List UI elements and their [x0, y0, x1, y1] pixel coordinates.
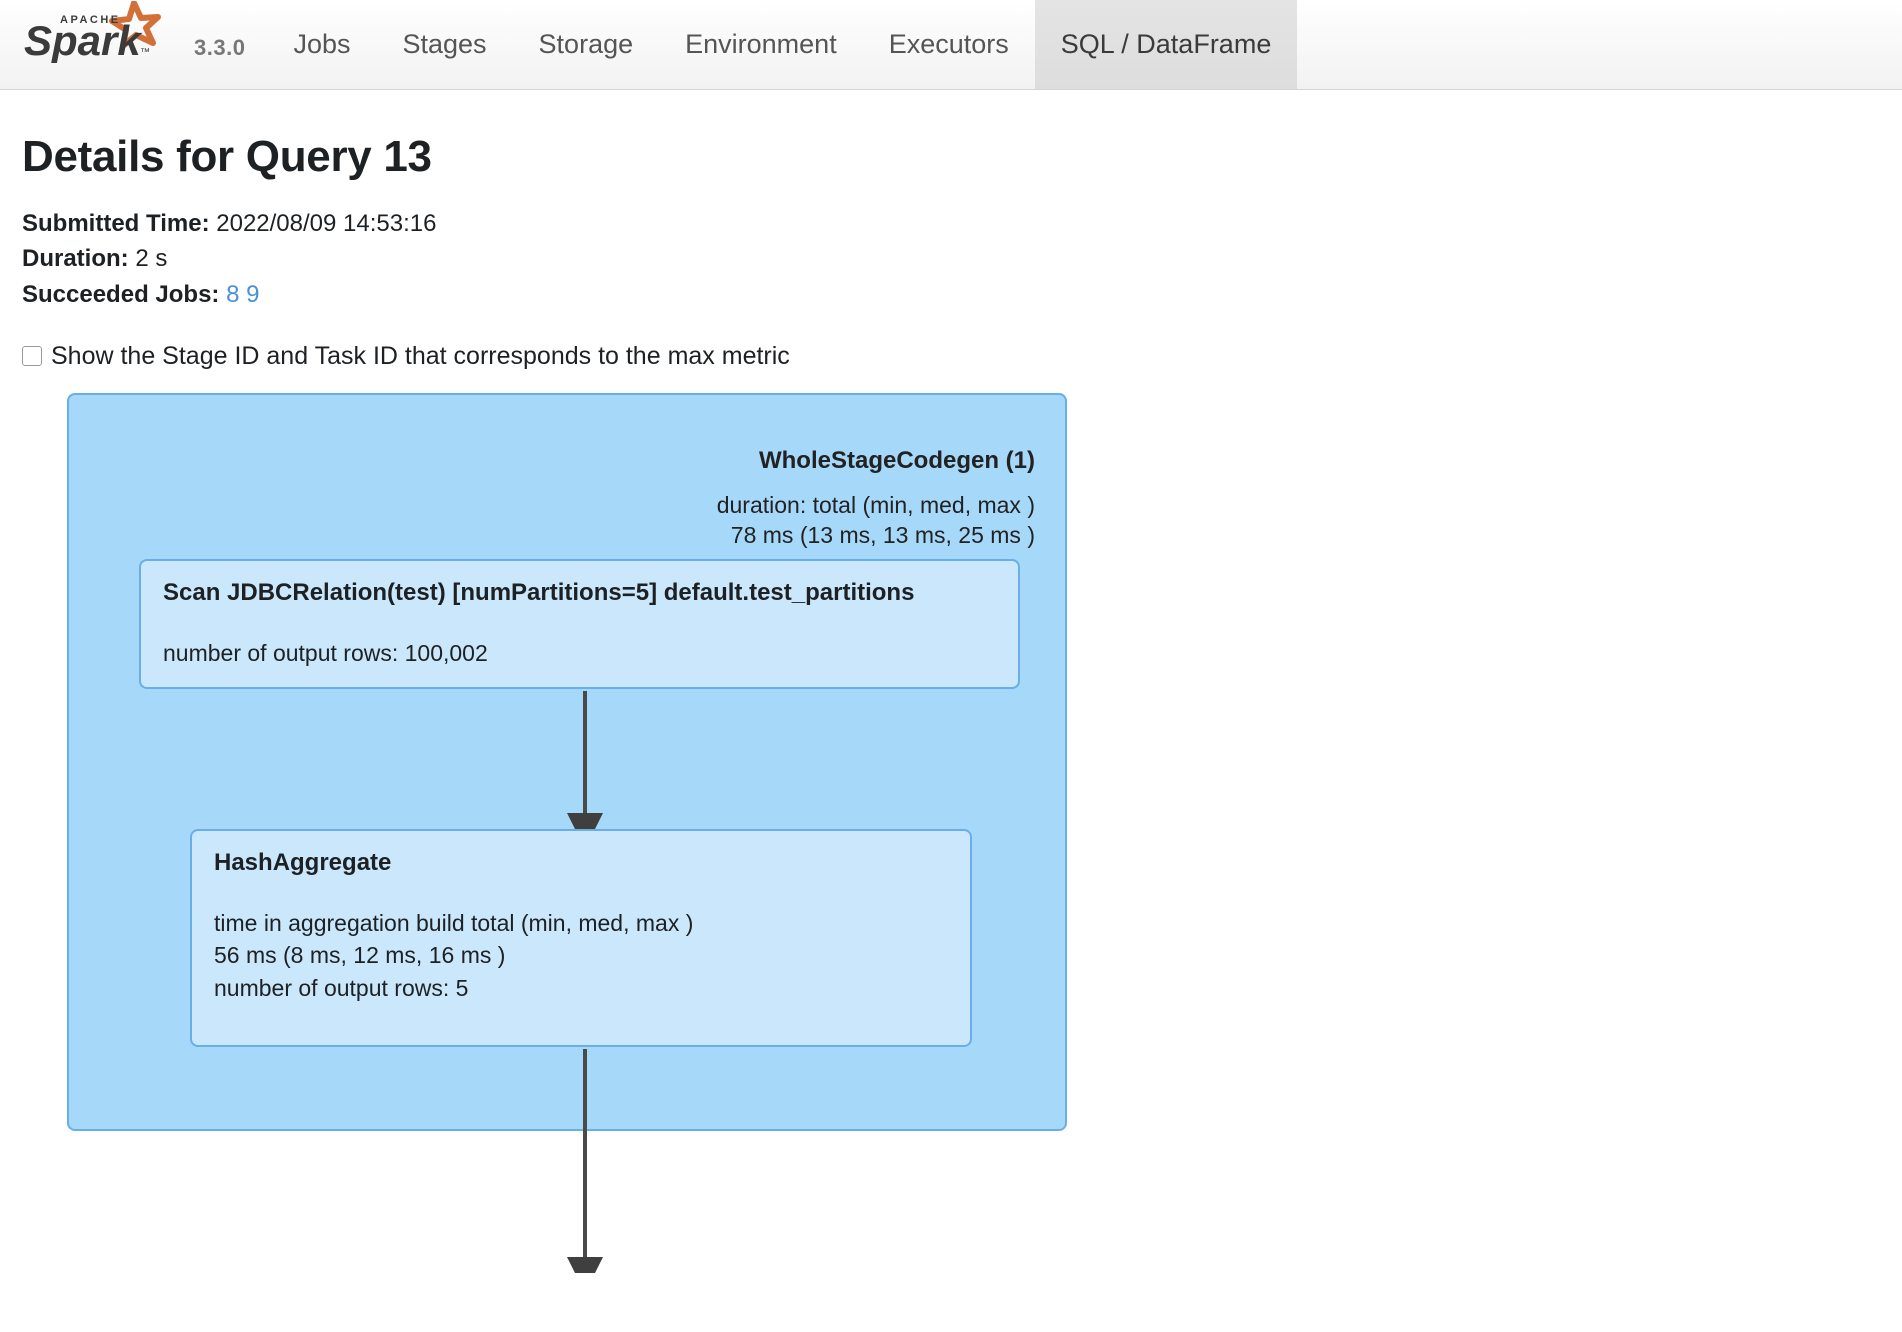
show-stage-task-id-label[interactable]: Show the Stage ID and Task ID that corre…	[51, 341, 790, 370]
tab-jobs[interactable]: Jobs	[293, 29, 351, 59]
dag-node-hashaggregate-title: HashAggregate	[214, 848, 392, 876]
page-title: Details for Query 13	[22, 132, 432, 181]
wholestagecodegen-title: WholeStageCodegen (1)	[758, 446, 1035, 474]
svg-text:Spark: Spark	[24, 17, 143, 63]
svg-text:™: ™	[140, 47, 150, 58]
tab-executors[interactable]: Executors	[888, 29, 1009, 59]
dag-node-hashaggregate[interactable]: HashAggregate time in aggregation build …	[190, 828, 972, 1047]
query-metadata: Submitted Time: 2022/08/09 14:53:16 Dura…	[22, 206, 1880, 312]
wholestagecodegen-metric-line-1: duration: total (min, med, max )	[716, 491, 1035, 518]
tab-sql-dataframe[interactable]: SQL / DataFrame	[1034, 0, 1298, 89]
job-link-8[interactable]: 8	[226, 280, 240, 308]
submitted-time-row: Submitted Time: 2022/08/09 14:53:16	[22, 206, 1880, 241]
succeeded-jobs-row: Succeeded Jobs: 8 9	[22, 277, 1880, 312]
wholestagecodegen-metric-line-2: 78 ms (13 ms, 13 ms, 25 ms )	[730, 521, 1035, 548]
dag-node-hashaggregate-metrics: time in aggregation build total (min, me…	[214, 907, 948, 1005]
tab-stages[interactable]: Stages	[402, 29, 487, 59]
dag-node-scan-metrics: number of output rows: 100,002	[163, 637, 996, 670]
spark-logo-icon[interactable]: APACHE Spark ™	[22, 1, 182, 63]
dag-node-hashaggregate-metric-1: 56 ms (8 ms, 12 ms, 16 ms )	[214, 942, 506, 969]
show-stage-task-id-row: Show the Stage ID and Task ID that corre…	[22, 342, 1880, 371]
dag-node-scan-jdbcrelation[interactable]: Scan JDBCRelation(test) [numPartitions=5…	[139, 558, 1020, 689]
succeeded-jobs-label: Succeeded Jobs:	[22, 280, 220, 308]
submitted-time-label: Submitted Time:	[22, 210, 210, 237]
show-stage-task-id-checkbox[interactable]	[22, 346, 42, 367]
query-plan-graph: WholeStageCodegen (1) duration: total (m…	[55, 392, 1067, 1273]
svg-text:APACHE: APACHE	[60, 14, 121, 26]
dag-node-hashaggregate-metric-0: time in aggregation build total (min, me…	[214, 909, 694, 936]
tab-storage[interactable]: Storage	[538, 29, 634, 59]
duration-row: Duration: 2 s	[22, 241, 1880, 276]
page-content: Details for Query 13 Submitted Time: 202…	[0, 132, 1902, 1273]
duration-label: Duration:	[22, 245, 129, 273]
spark-logo-svg: APACHE Spark ™	[24, 1, 161, 63]
wholestagecodegen-metrics: duration: total (min, med, max ) 78 ms (…	[717, 491, 1035, 551]
navbar: APACHE Spark ™ 3.3.0 Jobs Stages Storage…	[0, 0, 1902, 90]
nav-tabs: Jobs Stages Storage Environment Executor…	[267, 0, 1298, 89]
brand[interactable]: APACHE Spark ™ 3.3.0	[0, 0, 245, 89]
spark-version: 3.3.0	[194, 35, 246, 60]
duration-value: 2 s	[135, 245, 168, 273]
dag-node-scan-metric-0: number of output rows: 100,002	[163, 639, 488, 666]
dag-node-hashaggregate-metric-2: number of output rows: 5	[214, 975, 469, 1002]
job-link-9[interactable]: 9	[246, 280, 260, 308]
dag-node-scan-title: Scan JDBCRelation(test) [numPartitions=5…	[163, 578, 915, 606]
tab-environment[interactable]: Environment	[685, 29, 837, 59]
submitted-time-value: 2022/08/09 14:53:16	[216, 210, 437, 237]
